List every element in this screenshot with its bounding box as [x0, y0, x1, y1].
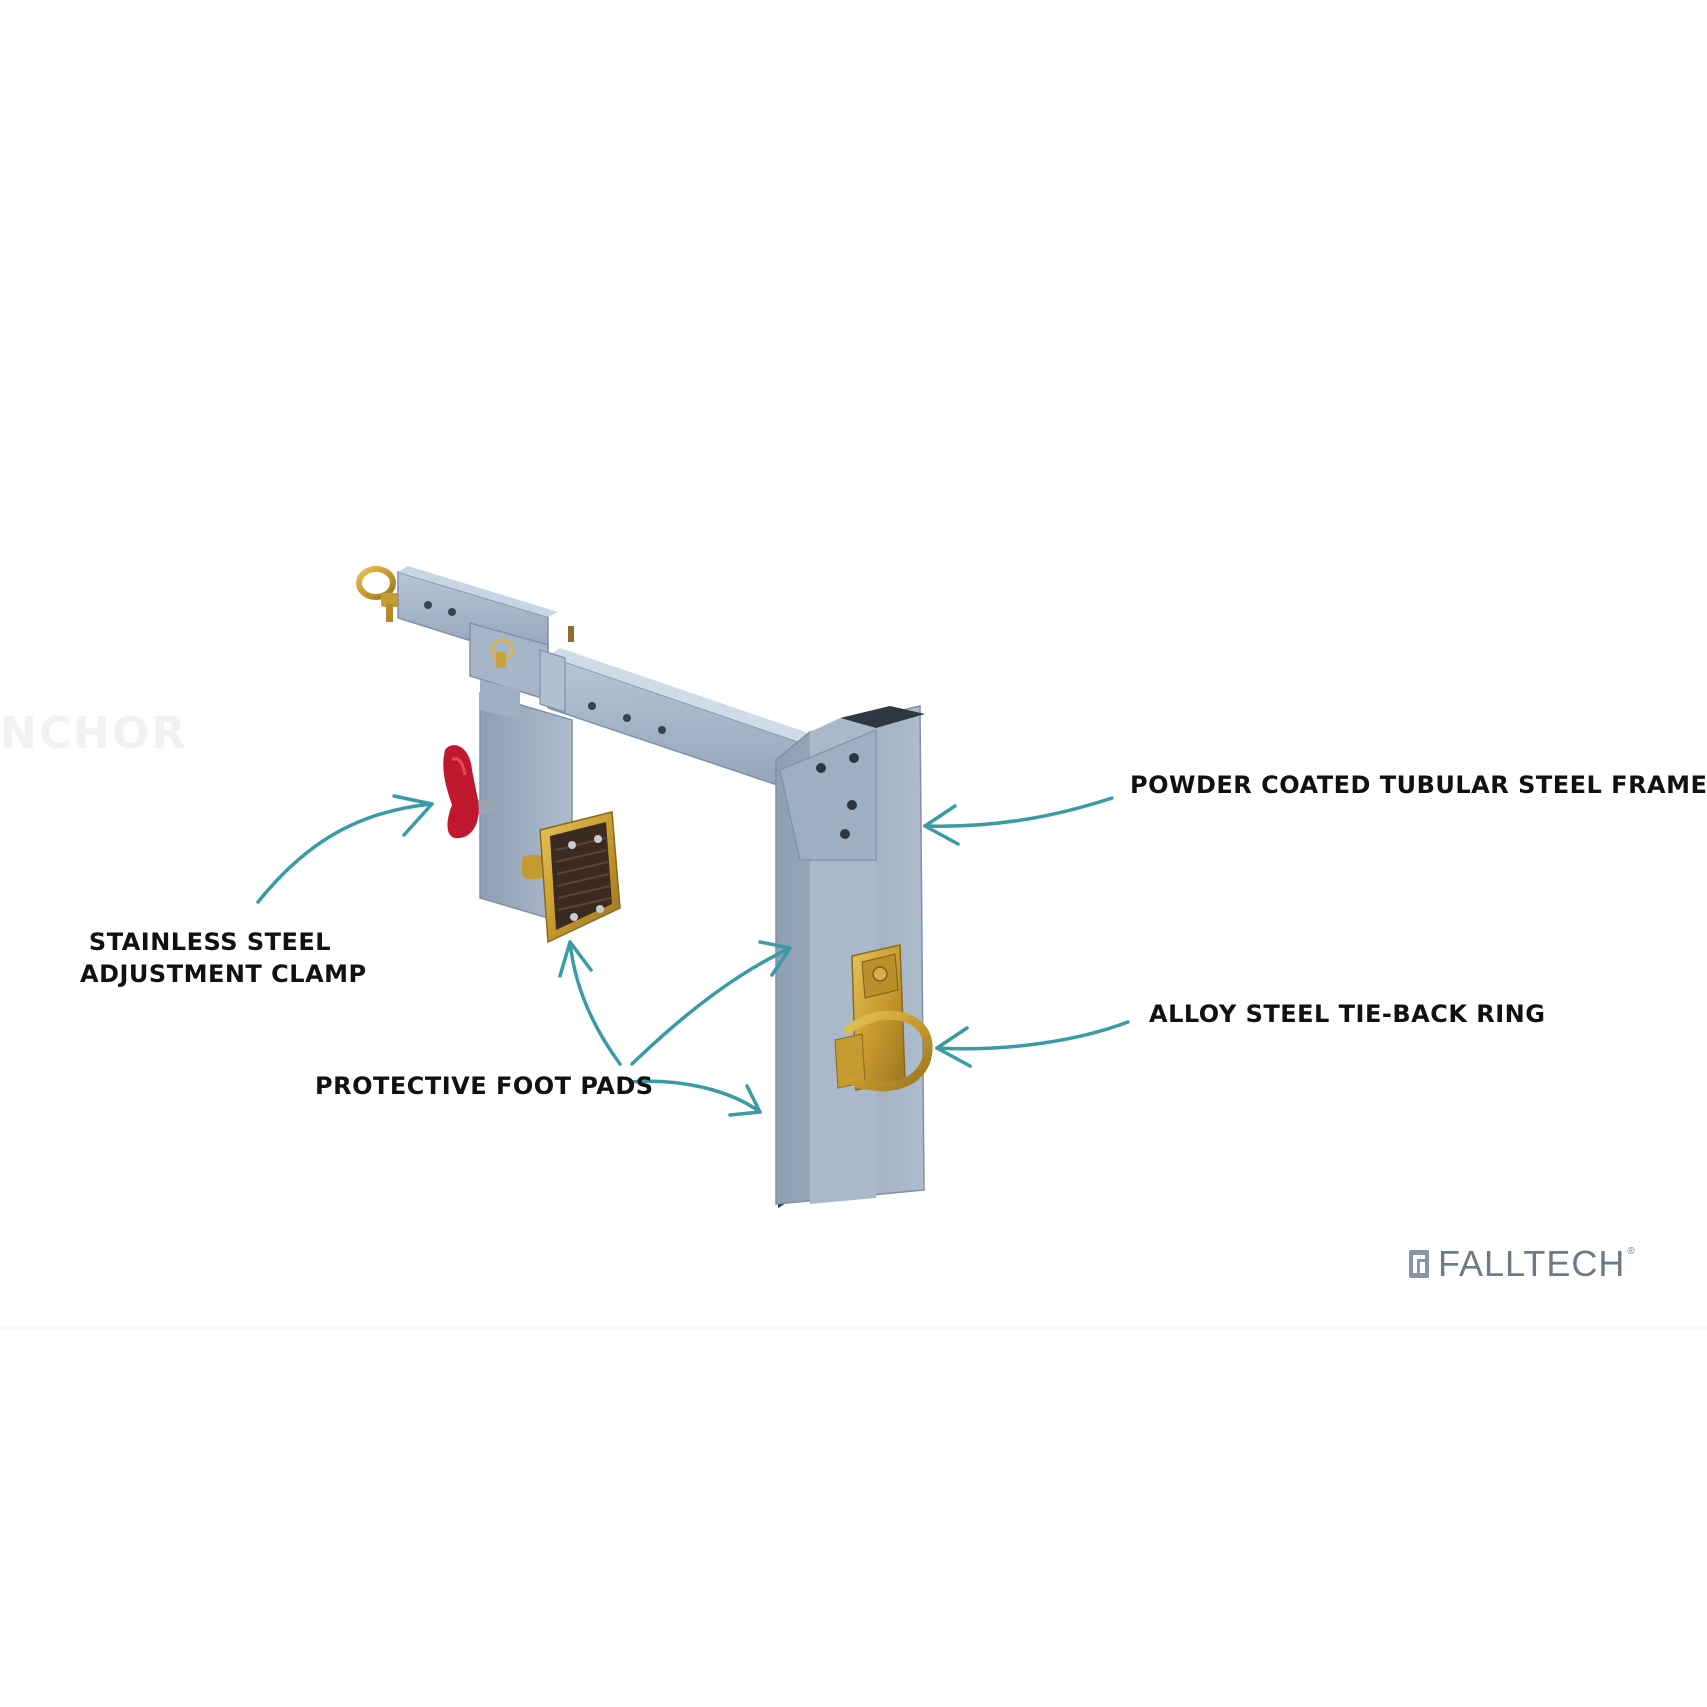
tie-back-ring — [834, 944, 933, 1092]
callout-clamp-line2: ADJUSTMENT CLAMP — [80, 960, 367, 988]
right-leg — [775, 705, 925, 1208]
callout-clamp-line1: STAINLESS STEEL — [88, 928, 332, 956]
falltech-logo-mark-icon — [1409, 1250, 1429, 1278]
falltech-logo: FALLTECH ® — [1408, 1246, 1635, 1282]
callout-arrows — [256, 794, 1130, 1117]
callout-pads: PROTECTIVE FOOT PADS — [315, 1072, 654, 1100]
callout-ring: ALLOY STEEL TIE-BACK RING — [1149, 1000, 1546, 1028]
logo-wordmark: FALLTECH — [1438, 1243, 1626, 1284]
callout-frame: POWDER COATED TUBULAR STEEL FRAME — [1130, 771, 1707, 799]
left-foot-pad — [522, 811, 621, 944]
top-d-ring — [356, 566, 399, 622]
background-faded-text: NCHOR — [0, 708, 188, 759]
callout-clamp: STAINLESS STEEL ADJUSTMENT CLAMP — [80, 926, 367, 990]
divider — [0, 1326, 1707, 1330]
clamp-handle — [443, 745, 495, 839]
main-beam — [397, 566, 852, 808]
logo-registered-mark: ® — [1627, 1246, 1635, 1257]
